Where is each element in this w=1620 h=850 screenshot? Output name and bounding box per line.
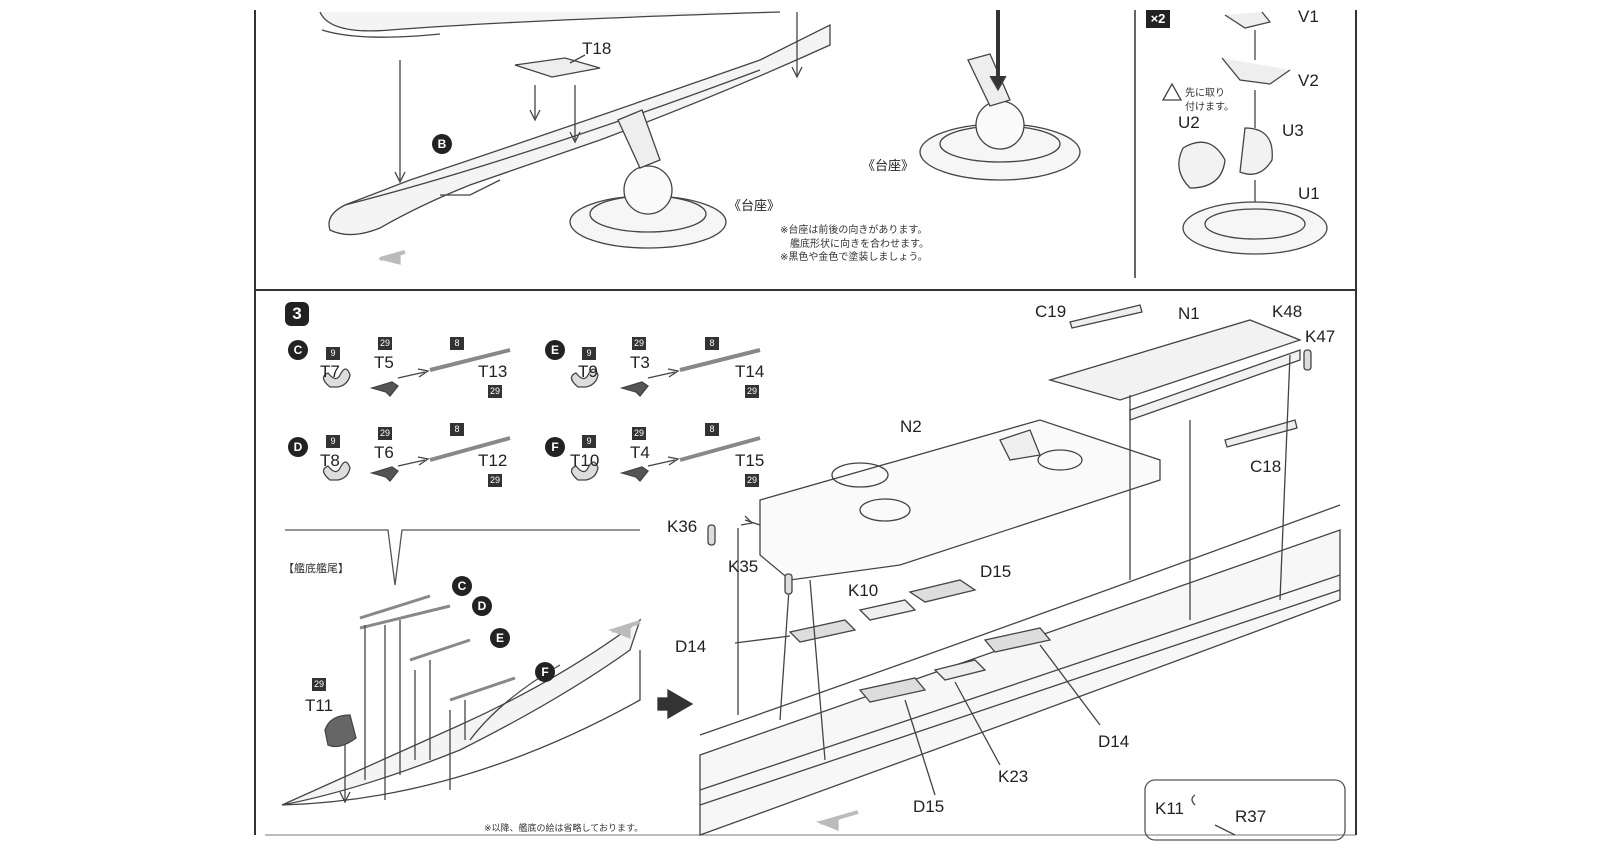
runner-num-t13: 8 <box>450 337 464 350</box>
part-label-d15-bottom: D15 <box>913 797 945 816</box>
part-label-r37: R37 <box>1235 807 1267 826</box>
part-label-k35: K35 <box>728 557 759 576</box>
warning-line-2: 付けます。 <box>1185 101 1234 113</box>
part-label-v1: V1 <box>1298 7 1319 26</box>
step-number: 3 <box>285 302 309 326</box>
part-label-d14-left: D14 <box>675 637 707 656</box>
part-label-k11: K11 <box>1155 799 1184 818</box>
runner-num-t10: 9 <box>582 435 596 448</box>
part-label-t6: T6 <box>374 443 394 462</box>
runner-num-t6: 29 <box>378 427 392 440</box>
part-label-k48: K48 <box>1272 302 1303 321</box>
part-label-k10: K10 <box>848 581 879 600</box>
part-label-t5: T5 <box>374 353 394 372</box>
stand-note-line-3: ※黒色や金色で塗装しましょう。 <box>780 252 928 263</box>
part-label-c18: C18 <box>1250 457 1282 476</box>
stern-marker-f: F <box>535 662 555 682</box>
marker-c: C <box>288 340 308 360</box>
marker-e: E <box>545 340 565 360</box>
runner-num-t12-b: 29 <box>488 474 502 487</box>
part-label-t14: T14 <box>735 362 765 381</box>
part-label-t3: T3 <box>630 353 650 372</box>
marker-b: B <box>432 134 452 154</box>
runner-num-t15-b: 29 <box>745 474 759 487</box>
multiplier-badge: ×2 <box>1146 10 1170 28</box>
runner-num-t5: 29 <box>378 337 392 350</box>
part-label-c19: C19 <box>1035 302 1067 321</box>
part-label-u1: U1 <box>1298 184 1320 203</box>
part-label-t10: T10 <box>570 451 600 470</box>
runner-num-t15: 8 <box>705 423 719 436</box>
stern-marker-d: D <box>472 596 492 616</box>
part-label-n2: N2 <box>900 417 922 436</box>
runner-num-t14-b: 29 <box>745 385 759 398</box>
stern-note: ※以降、艦底の絵は省略しております。 <box>484 824 644 834</box>
part-label-u3: U3 <box>1282 121 1304 140</box>
runner-num-t12: 8 <box>450 423 464 436</box>
part-label-t11: T11 <box>305 696 334 715</box>
part-label-k47: K47 <box>1305 327 1336 346</box>
runner-num-t9: 9 <box>582 347 596 360</box>
stand-note: ※台座は前後の向きがあります。 艦底形状に向きを合わせます。 ※黒色や金色で塗装… <box>780 224 929 265</box>
runner-num-t4: 29 <box>632 427 646 440</box>
stand-label-1: 《台座》 <box>728 199 781 214</box>
part-label-t7: T7 <box>320 362 340 381</box>
part-label-d14-right: D14 <box>1098 732 1130 751</box>
stand-label-2: 《台座》 <box>862 159 915 174</box>
stand-note-line-1: ※台座は前後の向きがあります。 <box>780 225 928 236</box>
part-label-k36: K36 <box>667 517 698 536</box>
runner-num-t14: 8 <box>705 337 719 350</box>
stern-marker-e: E <box>490 628 510 648</box>
warning-line-1: 先に取り <box>1185 88 1225 99</box>
stern-marker-c: C <box>452 576 472 596</box>
part-label-k23: K23 <box>998 767 1029 786</box>
part-label-d15-top: D15 <box>980 562 1012 581</box>
stern-title: 【艦底艦尾】 <box>283 562 349 575</box>
runner-num-t7: 9 <box>326 347 340 360</box>
part-label-t9: T9 <box>578 362 598 381</box>
part-label-v2: V2 <box>1298 71 1319 90</box>
runner-num-t11: 29 <box>312 678 326 691</box>
part-label-t15: T15 <box>735 451 765 470</box>
warning-note: 先に取り 付けます。 <box>1185 87 1234 114</box>
marker-d: D <box>288 437 308 457</box>
marker-f: F <box>545 437 565 457</box>
part-label-t12: T12 <box>478 451 508 470</box>
part-label-t4: T4 <box>630 443 650 462</box>
stand-note-line-2: 艦底形状に向きを合わせます。 <box>790 238 929 250</box>
part-label-u2: U2 <box>1178 113 1200 132</box>
part-label-t8: T8 <box>320 451 340 470</box>
part-label-t18: T18 <box>582 39 612 58</box>
part-label-n1: N1 <box>1178 304 1200 323</box>
runner-num-t8: 9 <box>326 435 340 448</box>
runner-num-t3: 29 <box>632 337 646 350</box>
part-label-t13: T13 <box>478 362 508 381</box>
runner-num-t13-b: 29 <box>488 385 502 398</box>
